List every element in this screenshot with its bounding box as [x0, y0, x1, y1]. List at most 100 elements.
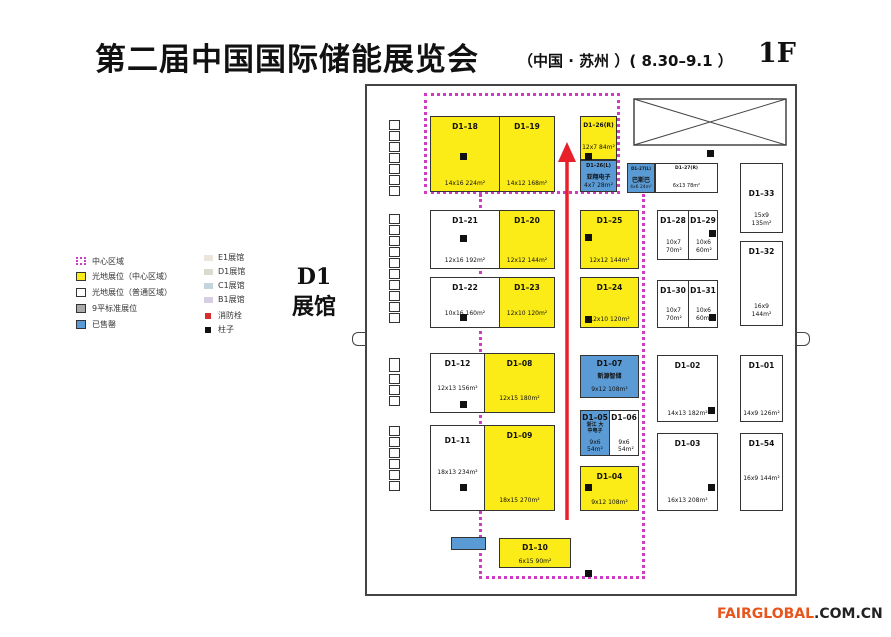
booth-d1-30[interactable]: D1–30 10x7 70m²	[657, 280, 689, 328]
floor-label: 1F	[758, 38, 796, 69]
booth-d1-06[interactable]: D1–06 9x6 54m²	[609, 410, 639, 456]
legend-label-c1: C1展馆	[218, 281, 245, 290]
booth-size: 16x9 144m²	[743, 475, 780, 482]
booth-id: D1–21	[452, 216, 478, 225]
pillar-icon	[585, 570, 592, 577]
booth-id: D1–30	[660, 286, 686, 295]
booth-d1-54[interactable]: D1–54 16x9 144m²	[740, 433, 783, 511]
standard-booth[interactable]	[389, 385, 400, 395]
standard-booth[interactable]	[389, 120, 400, 130]
standard-booth[interactable]	[389, 291, 400, 301]
booth-size: 10x7 70m²	[666, 239, 682, 254]
entrance-left-edge	[352, 332, 365, 346]
standard-booth[interactable]	[389, 236, 400, 246]
pillar-icon	[708, 407, 715, 414]
booth-id: D1–03	[674, 439, 701, 448]
standard-booth[interactable]	[389, 374, 400, 384]
booth-d1-08[interactable]: D1–08 12x15 180m²	[484, 353, 555, 413]
booth-size: 9x12 108m²	[591, 499, 628, 506]
booth-size: 10x6 60m²	[696, 307, 712, 322]
booth-d1-01[interactable]: D1–01 14x9 126m²	[740, 355, 783, 422]
booth-size: 12x16 192m²	[444, 257, 486, 264]
standard-booth[interactable]	[389, 186, 400, 196]
booth-small-sold[interactable]	[451, 537, 486, 550]
standard-booth[interactable]	[389, 131, 400, 141]
booth-id: D1–01	[748, 361, 775, 370]
booth-d1-23[interactable]: D1–23 12x10 120m²	[499, 277, 555, 328]
standard-booth[interactable]	[389, 302, 400, 312]
standard-booth[interactable]	[389, 437, 400, 447]
pillar-icon	[709, 314, 716, 321]
standard-booth[interactable]	[389, 313, 400, 323]
legend-label-central-area: 中心区域	[92, 257, 124, 266]
booth-d1-26l[interactable]: D1–26(L) 亚翔电子 4x7 28m²	[580, 160, 617, 192]
exhibitor-name: 巴斯巴	[631, 177, 650, 184]
booth-size: 12x15 180m²	[499, 395, 540, 402]
booth-d1-05[interactable]: D1–05 浙江 大中电子 9x6 54m²	[580, 410, 610, 456]
standard-booth[interactable]	[389, 448, 400, 458]
standard-booth-sold[interactable]	[389, 358, 400, 372]
booth-d1-09[interactable]: D1–09 18x15 270m²	[484, 425, 555, 511]
standard-booth[interactable]	[389, 481, 400, 491]
booth-d1-03[interactable]: D1–03 16x13 208m²	[657, 433, 718, 511]
booth-d1-12[interactable]: D1–12 12x13 156m²	[430, 353, 485, 413]
standard-booth[interactable]	[389, 164, 400, 174]
standard-booth[interactable]	[389, 214, 400, 224]
booth-d1-28[interactable]: D1–28 10x7 70m²	[657, 210, 689, 260]
standard-booth[interactable]	[389, 175, 400, 185]
booth-d1-02[interactable]: D1–02 14x13 182m²	[657, 355, 718, 422]
standard-booth[interactable]	[389, 225, 400, 235]
standard-booth-column	[389, 120, 402, 620]
booth-id: D1–27(R)	[675, 166, 698, 171]
legend-swatch-central-area	[76, 257, 86, 265]
legend-swatch-c1	[204, 283, 213, 289]
booth-id: D1–02	[674, 361, 701, 370]
exhibitor-name: 亚翔电子	[586, 174, 611, 181]
legend-label-d1: D1展馆	[218, 267, 246, 276]
standard-booth[interactable]	[389, 470, 400, 480]
standard-booth[interactable]	[389, 258, 400, 268]
standard-booth[interactable]	[389, 269, 400, 279]
booth-size: 4x6 24m²	[630, 185, 652, 190]
standard-booth[interactable]	[389, 153, 400, 163]
booth-d1-33[interactable]: D1–33 15x9 135m²	[740, 163, 783, 233]
standard-booth[interactable]	[389, 142, 400, 152]
booth-d1-27r[interactable]: D1–27(R) 6x13 78m²	[655, 163, 718, 193]
standard-booth[interactable]	[389, 247, 400, 257]
unavailable-area	[633, 98, 787, 146]
booth-d1-20[interactable]: D1–20 12x12 144m²	[499, 210, 555, 269]
standard-booth[interactable]	[389, 396, 400, 406]
booth-id: D1–32	[748, 247, 775, 256]
booth-size: 16x9 144m²	[751, 303, 772, 318]
booth-size: 6x15 90m²	[518, 558, 552, 565]
booth-d1-27l[interactable]: D1–27(L) 巴斯巴 4x6 24m²	[627, 163, 655, 193]
booth-size: 12x7 84m²	[582, 144, 615, 151]
booth-d1-11[interactable]: D1–11 18x13 234m²	[430, 425, 485, 511]
standard-booth[interactable]	[389, 280, 400, 290]
booth-size: 10x6 60m²	[696, 239, 712, 254]
pillar-icon	[460, 153, 467, 160]
booth-d1-26r[interactable]: D1–26(R) 12x7 84m²	[580, 116, 617, 160]
booth-size: 18x13 234m²	[437, 469, 478, 476]
booth-id: D1–25	[596, 216, 623, 225]
booth-size: 9x6 54m²	[618, 439, 634, 453]
booth-d1-10[interactable]: D1–10 6x15 90m²	[499, 538, 571, 568]
standard-booth[interactable]	[389, 426, 400, 436]
booth-size: 12x13 156m²	[437, 385, 478, 392]
booth-id: D1–09	[506, 431, 533, 440]
booth-d1-19[interactable]: D1–19 14x12 168m²	[499, 116, 555, 192]
booth-size: 14x13 182m²	[667, 410, 708, 417]
booth-id: D1–20	[514, 216, 540, 225]
booth-size: 14x16 224m²	[444, 180, 486, 187]
pillar-icon	[460, 401, 467, 408]
booth-d1-32[interactable]: D1–32 16x9 144m²	[740, 241, 783, 326]
booth-d1-31[interactable]: D1–31 10x6 60m²	[688, 280, 718, 328]
legend-label-gray: 9平标准展位	[92, 304, 138, 313]
pillar-icon	[460, 484, 467, 491]
booth-size: 12x12 144m²	[506, 257, 548, 264]
booth-id: D1–28	[660, 216, 686, 225]
booth-d1-07[interactable]: D1–07 新源智储 9x12 108m²	[580, 355, 639, 398]
standard-booth[interactable]	[389, 459, 400, 469]
watermark-brand: FAIRGLOBAL	[717, 606, 815, 622]
booth-size: 4x7 28m²	[584, 182, 613, 189]
